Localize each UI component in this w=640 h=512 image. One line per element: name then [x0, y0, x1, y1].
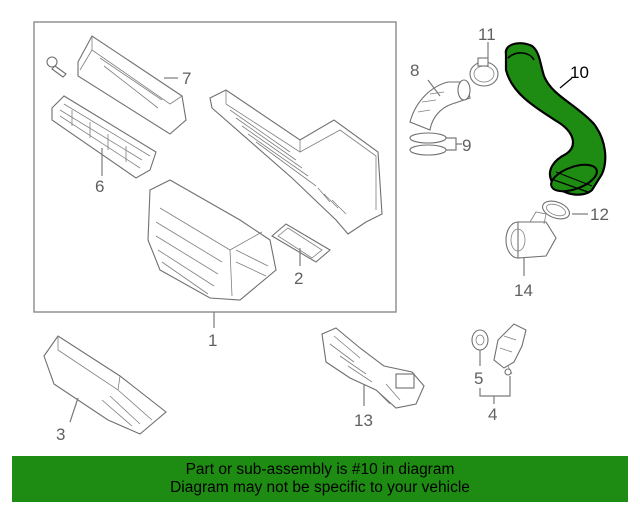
callout-12[interactable]: 12 — [590, 205, 609, 224]
part-5-grommet[interactable] — [471, 329, 489, 351]
part-11-clamp[interactable] — [469, 57, 499, 87]
callout-8[interactable]: 8 — [410, 61, 419, 80]
part-10-air-intake-hose[interactable] — [504, 42, 607, 196]
callout-6[interactable]: 6 — [95, 177, 104, 196]
callout-11[interactable]: 11 — [478, 25, 496, 44]
part-14-mass-airflow-sensor[interactable] — [505, 211, 557, 259]
callout-2[interactable]: 2 — [294, 269, 303, 288]
callout-7[interactable]: 7 — [182, 69, 191, 88]
callout-9[interactable]: 9 — [462, 136, 471, 155]
banner-line-disclaimer: Diagram may not be specific to your vehi… — [170, 479, 470, 496]
part-6-air-filter[interactable] — [51, 95, 157, 179]
part-info-banner: Part or sub-assembly is #10 in diagram D… — [12, 456, 628, 502]
banner-line-part: Part or sub-assembly is #10 in diagram — [185, 461, 455, 478]
part-2-gasket[interactable] — [271, 223, 331, 263]
part-12-clamp[interactable] — [540, 198, 572, 223]
callout-14[interactable]: 14 — [514, 281, 533, 300]
part-8-elbow-hose[interactable] — [409, 79, 471, 131]
part-4-bracket[interactable] — [493, 323, 527, 376]
callout-4[interactable]: 4 — [488, 405, 497, 424]
part-7-filter-cover[interactable] — [77, 35, 187, 135]
callout-1[interactable]: 1 — [208, 331, 217, 350]
assembly-box — [33, 21, 397, 313]
callout-5[interactable]: 5 — [474, 369, 483, 388]
callout-3[interactable]: 3 — [56, 425, 65, 444]
part-air-cleaner-lower-housing — [147, 179, 277, 301]
part-13-resonator-duct[interactable] — [321, 327, 425, 409]
part-screw — [46, 56, 67, 78]
callout-10[interactable]: 10 — [570, 63, 589, 82]
callout-13[interactable]: 13 — [354, 411, 373, 430]
part-3-intake-duct[interactable] — [43, 335, 167, 435]
part-air-cleaner-upper-housing — [209, 89, 383, 235]
part-9-clamps[interactable] — [409, 132, 447, 156]
parts-diagram: 7 6 2 1 3 — [33, 21, 609, 444]
